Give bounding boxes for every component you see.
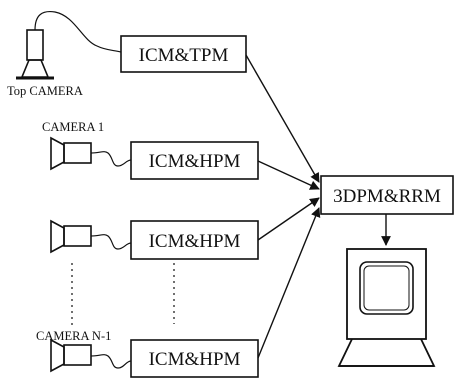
arrow-tpm-to-rrm <box>245 54 320 183</box>
module-icm-hpm-3: ICM&HPM <box>130 339 259 378</box>
top-camera-icon <box>16 29 54 80</box>
module-icm-tpm-label: ICM&TPM <box>139 45 229 66</box>
arrow-hpm1-to-rrm <box>257 160 320 190</box>
camera-1-icon <box>50 136 92 171</box>
camera-1-cable <box>90 151 132 167</box>
module-3dpm-rrm: 3DPM&RRM <box>320 175 454 215</box>
module-icm-hpm-1-label: ICM&HPM <box>149 151 241 172</box>
camera-2-icon <box>50 219 92 254</box>
camera-n1-label: CAMERA N-1 <box>36 329 111 343</box>
module-icm-hpm-2-label: ICM&HPM <box>149 231 241 252</box>
top-camera-cable <box>34 10 122 53</box>
camera-n1-icon <box>50 338 92 373</box>
module-3dpm-rrm-label: 3DPM&RRM <box>333 186 441 207</box>
module-icm-tpm: ICM&TPM <box>120 35 247 73</box>
monitor-icon <box>337 248 436 367</box>
module-icm-hpm-3-label: ICM&HPM <box>149 349 241 370</box>
camera-1-label: CAMERA 1 <box>42 120 104 134</box>
module-icm-hpm-2: ICM&HPM <box>130 220 259 260</box>
arrow-hpm2-to-rrm <box>257 197 320 241</box>
top-camera-label: Top CAMERA <box>7 84 83 98</box>
module-icm-hpm-1: ICM&HPM <box>130 141 259 180</box>
camera-n1-cable <box>90 354 132 369</box>
camera-2-cable <box>90 234 132 250</box>
arrow-hpm3-to-rrm <box>257 207 321 359</box>
